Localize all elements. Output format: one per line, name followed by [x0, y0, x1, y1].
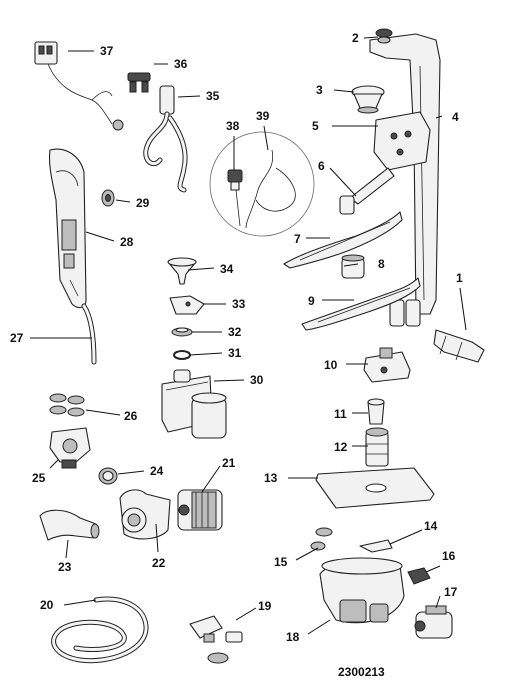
callout-27: 27: [10, 331, 24, 345]
callout-13: 13: [264, 471, 278, 485]
diagram-code: 2300213: [338, 665, 385, 679]
callout-9: 9: [308, 294, 315, 308]
part-2-nut[interactable]: [375, 28, 393, 44]
callout-16: 16: [442, 549, 456, 563]
part-17-circulation-pump[interactable]: [414, 605, 453, 639]
callout-37: 37: [100, 44, 114, 58]
callout-32: 32: [228, 325, 242, 339]
callout-26: 26: [124, 409, 138, 423]
part-13-filter-plate[interactable]: [315, 467, 435, 509]
callout-39: 39: [256, 109, 270, 123]
part-15-seal[interactable]: [310, 527, 333, 551]
part-3-spray-head[interactable]: [351, 85, 385, 114]
part-6-pipe[interactable]: [339, 167, 395, 215]
part-5-distributor[interactable]: [373, 111, 431, 171]
callout-28: 28: [120, 235, 134, 249]
part-26-seals[interactable]: [49, 393, 85, 417]
callout-8: 8: [378, 257, 385, 271]
callout-23: 23: [58, 560, 72, 574]
part-34-funnel[interactable]: [167, 257, 197, 285]
callout-labels: 37 36 35 38 39 29 28 27 34 33 32 31 30 2…: [10, 31, 463, 644]
part-18-sump[interactable]: [319, 557, 405, 624]
callout-6: 6: [318, 159, 325, 173]
callout-36: 36: [174, 57, 188, 71]
part-10-water-inlet[interactable]: [363, 347, 411, 383]
callout-4: 4: [452, 110, 459, 124]
callout-33: 33: [232, 297, 246, 311]
part-24-ring[interactable]: [98, 467, 118, 485]
part-19-components[interactable]: [189, 615, 243, 664]
part-37-cable-connector[interactable]: [34, 41, 124, 131]
callout-18: 18: [286, 630, 300, 644]
part-25-valve[interactable]: [49, 427, 91, 469]
callout-38: 38: [226, 119, 240, 133]
callout-20: 20: [40, 598, 54, 612]
part-27-drain-hose[interactable]: [81, 303, 97, 365]
callout-22: 22: [152, 556, 166, 570]
callout-7: 7: [294, 232, 301, 246]
callout-24: 24: [150, 464, 164, 478]
leader-lines: [30, 36, 467, 635]
part-16-nut[interactable]: [407, 567, 431, 585]
part-14-clip[interactable]: [359, 539, 393, 553]
part-30-water-softener[interactable]: [161, 369, 227, 439]
callout-31: 31: [228, 346, 242, 360]
callout-25: 25: [32, 471, 46, 485]
callout-3: 3: [316, 83, 323, 97]
detail-inset-38-39: [209, 131, 315, 237]
part-21-motor[interactable]: [177, 489, 223, 531]
callout-21: 21: [222, 456, 236, 470]
callout-17: 17: [444, 585, 458, 599]
part-12-spray-tube[interactable]: [365, 427, 389, 467]
callout-34: 34: [220, 262, 234, 276]
part-39-wire-harness[interactable]: [245, 149, 296, 229]
part-8-connector[interactable]: [341, 254, 365, 279]
part-28-side-panel[interactable]: [48, 148, 87, 309]
part-31-seal[interactable]: [173, 350, 191, 360]
part-22-pump-housing[interactable]: [119, 489, 171, 540]
part-9-lower-spray-arm[interactable]: [301, 277, 421, 331]
callout-35: 35: [206, 89, 220, 103]
part-29-grommet[interactable]: [101, 189, 115, 207]
callout-2: 2: [352, 31, 359, 45]
part-36-clip[interactable]: [127, 72, 151, 93]
callout-12: 12: [334, 440, 348, 454]
callout-11: 11: [334, 407, 347, 421]
part-4-spray-tube[interactable]: [369, 33, 441, 327]
part-1-bracket[interactable]: [433, 329, 485, 363]
callout-10: 10: [324, 358, 338, 372]
part-38-sensor[interactable]: [227, 169, 243, 227]
callout-1: 1: [456, 271, 463, 285]
part-32-ring[interactable]: [171, 327, 193, 337]
part-33-lid[interactable]: [169, 295, 205, 315]
part-7-upper-spray-arm[interactable]: [283, 211, 403, 269]
part-11-nozzle[interactable]: [367, 398, 385, 425]
callout-29: 29: [136, 196, 150, 210]
part-20-hose[interactable]: [51, 596, 149, 664]
callout-14: 14: [424, 519, 438, 533]
callout-30: 30: [250, 373, 264, 387]
part-35-hose[interactable]: [143, 85, 188, 193]
callout-19: 19: [258, 599, 272, 613]
callout-5: 5: [312, 119, 319, 133]
callout-15: 15: [274, 555, 288, 569]
part-23-elbow-hose[interactable]: [39, 509, 100, 541]
